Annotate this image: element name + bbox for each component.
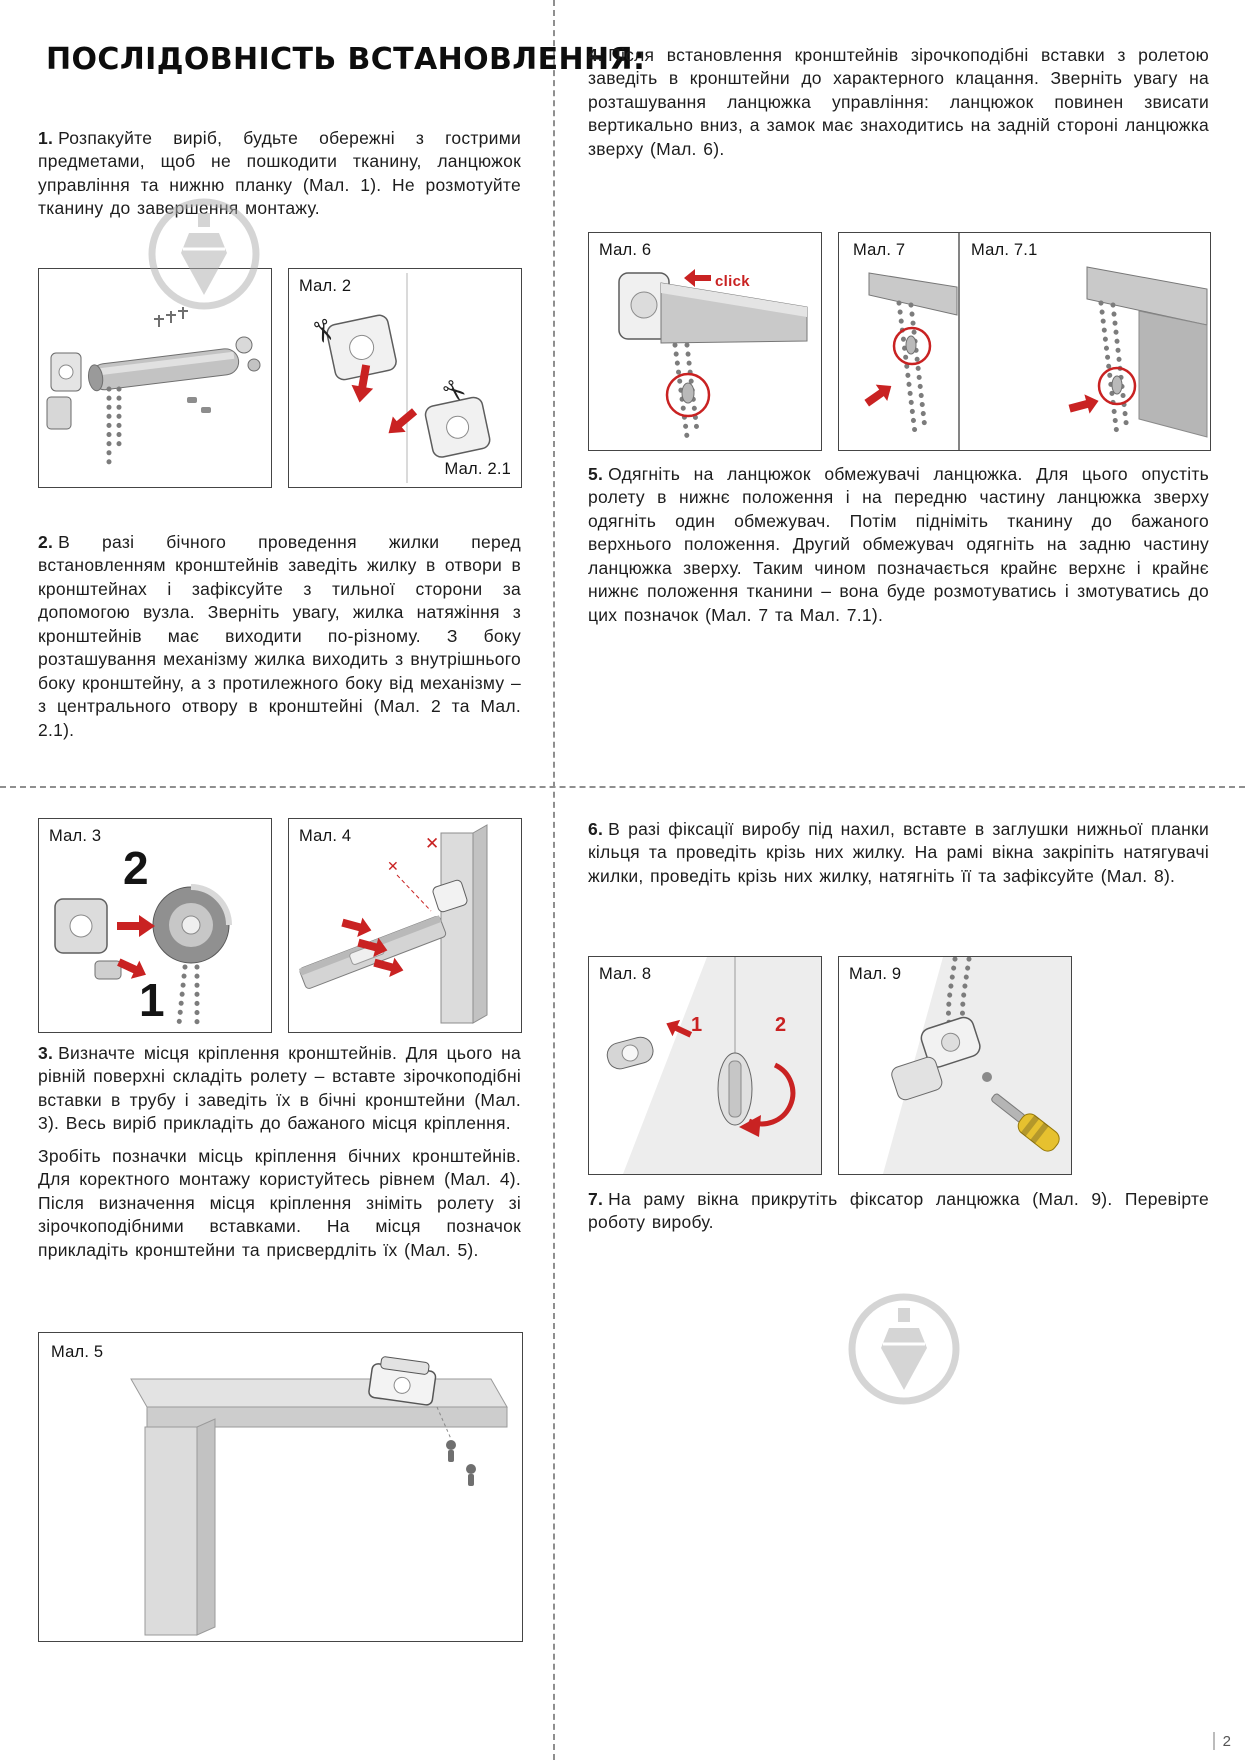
highlight-circle-icon: [892, 326, 932, 366]
step-3-text2: Зробіть позначки місць кріплення бічних …: [38, 1145, 521, 1260]
figure-5: Мал. 5: [38, 1332, 523, 1642]
figure-3: Мал. 3 2 1: [38, 818, 272, 1033]
chain-icon: [672, 342, 690, 440]
step-4: 4.Після встановлення кронштейнів зірочко…: [588, 44, 1209, 161]
chain-fixator-illustration: [883, 957, 1071, 1174]
section-divider: [0, 786, 1245, 788]
step-3: 3.Визначте місця кріплення кронштейнів. …: [38, 1042, 521, 1262]
figure-7-1-label: Мал. 7.1: [971, 241, 1038, 259]
figure-3-step-number-top: 2: [123, 842, 149, 894]
red-arrow-icon: [351, 364, 374, 403]
spirit-level-icon: [298, 915, 447, 989]
step-1: 1.Розпакуйте виріб, будьте обережні з го…: [38, 127, 521, 221]
step-4-text: Після встановлення кронштейнів зірочкопо…: [588, 45, 1209, 159]
figure-6: Мал. 6 click: [588, 232, 822, 451]
red-arrow-icon: [117, 915, 155, 937]
step-7-number: 7.: [588, 1189, 604, 1209]
figure-9-label: Мал. 9: [849, 965, 902, 983]
roller-tube-icon: [87, 348, 240, 392]
red-arrow-icon: [864, 384, 892, 407]
screws-icon: [446, 1440, 476, 1486]
page-number: 2: [1212, 1732, 1231, 1750]
chain-icon: [945, 957, 958, 1026]
red-arrow-icon: [373, 957, 404, 977]
step-7-text: На раму вікна прикрутіть фіксатор ланцюж…: [588, 1189, 1209, 1233]
rotate-arrow-icon: [747, 1062, 796, 1127]
page-number-value: 2: [1222, 1732, 1231, 1750]
step-2-number: 2.: [38, 532, 54, 552]
window-frame-illustration: [130, 1356, 508, 1636]
figure-2-1-label: Мал. 2.1: [444, 460, 511, 478]
red-arrow-icon: [1068, 394, 1099, 414]
red-arrow-icon: [341, 917, 372, 937]
chain-icon: [176, 964, 188, 1027]
chain-icon: [1098, 300, 1120, 438]
figure-8-number-1: 1: [691, 1014, 703, 1036]
highlight-circle-icon: [665, 372, 711, 418]
step-6-number: 6.: [588, 819, 604, 839]
step-1-number: 1.: [38, 128, 54, 148]
red-arrow-icon: [684, 269, 711, 287]
column-divider: [553, 0, 555, 1760]
figure-9: Мал. 9: [838, 956, 1072, 1175]
figure-7-label: Мал. 7: [853, 241, 906, 259]
step-3-number: 3.: [38, 1043, 54, 1063]
red-arrow-icon: [388, 408, 418, 434]
chain-stopper-illustration: [864, 233, 1208, 450]
page-title: ПОСЛІДОВНІСТЬ ВСТАНОВЛЕННЯ:: [46, 42, 646, 77]
step-3-text: Визначте місця кріплення кронштейнів. Дл…: [38, 1043, 521, 1134]
figure-4: ✕ ✕ Мал. 4: [288, 818, 522, 1033]
red-x-mark: ✕: [425, 834, 439, 853]
step-5-text: Одягніть на ланцюжок обмежувачі ланцюжка…: [588, 464, 1209, 625]
exploded-parts-illustration: [46, 307, 261, 468]
figure-3-step-number-bottom: 1: [139, 974, 165, 1026]
figure-3-label: Мал. 3: [49, 827, 102, 845]
figure-8-number-2: 2: [775, 1014, 787, 1036]
bracket-cord-illustration: ✂ ✂: [301, 273, 491, 483]
red-x-mark: ✕: [387, 858, 399, 874]
red-arrow-icon: [666, 1019, 693, 1038]
highlight-circle-icon: [1097, 366, 1137, 406]
figure-2: ✂ ✂ Мал. 2 Мал. 2.1: [288, 268, 522, 488]
click-mount-illustration: [618, 269, 808, 440]
figure-2-label: Мал. 2: [299, 277, 352, 295]
step-7: 7.На раму вікна прикрутіть фіксатор ланц…: [588, 1188, 1209, 1235]
step-6-text: В разі фіксації виробу під нахил, вставт…: [588, 819, 1209, 886]
click-label: click: [715, 273, 750, 290]
figure-7: Мал. 7 Мал. 7.1: [838, 232, 1211, 451]
page-number-rule: [1212, 1732, 1215, 1750]
step-3-paragraph-2: Зробіть позначки місць кріплення бічних …: [38, 1145, 521, 1262]
step-2-text: В разі бічного проведення жилки перед вс…: [38, 532, 521, 740]
level-marking-illustration: ✕ ✕: [298, 824, 488, 1024]
step-5-number: 5.: [588, 464, 604, 484]
brand-watermark-icon: [843, 1288, 965, 1410]
step-1-text: Розпакуйте виріб, будьте обережні з гост…: [38, 128, 521, 219]
red-arrow-icon: [357, 937, 388, 957]
figure-1: [38, 268, 272, 488]
ring-part-icon: [606, 1036, 654, 1070]
step-6: 6.В разі фіксації виробу під нахил, вста…: [588, 818, 1209, 888]
step-4-number: 4.: [588, 45, 604, 65]
bracket-icon: [368, 1356, 437, 1406]
figure-8: Мал. 8 1 2: [588, 956, 822, 1175]
screws-icon: [154, 307, 188, 327]
step-2: 2.В разі бічного проведення жилки перед …: [38, 531, 521, 742]
red-arrow-icon: [117, 958, 146, 979]
chain-icon: [896, 300, 918, 436]
figure-5-label: Мал. 5: [51, 1343, 104, 1361]
figure-4-label: Мал. 4: [299, 827, 352, 845]
step-3-paragraph-1: 3.Визначте місця кріплення кронштейнів. …: [38, 1042, 521, 1136]
cord-tensioner-illustration: [606, 957, 821, 1174]
screwdriver-icon: [991, 1093, 1060, 1152]
figure-6-label: Мал. 6: [599, 241, 652, 259]
step-5: 5.Одягніть на ланцюжок обмежувачі ланцюж…: [588, 463, 1209, 627]
bracket-assembly-illustration: [54, 884, 232, 1027]
figure-8-label: Мал. 8: [599, 965, 652, 983]
